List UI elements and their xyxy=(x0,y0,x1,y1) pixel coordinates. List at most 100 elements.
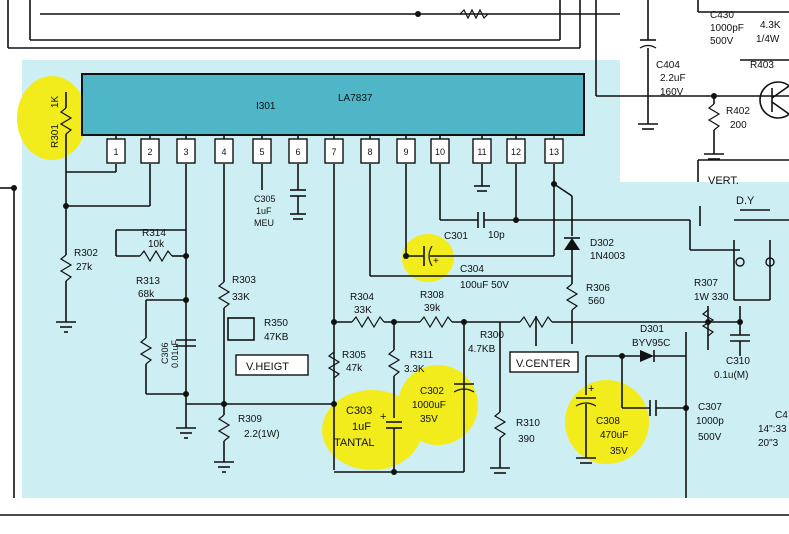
c404-value2: 160V xyxy=(660,87,684,98)
r313-value: 68k xyxy=(138,289,155,300)
r301-ref: R301 xyxy=(50,124,61,148)
r310-value: 390 xyxy=(518,434,535,445)
r310-ref: R310 xyxy=(516,418,540,429)
highlight-c301 xyxy=(402,234,454,282)
c430-value2: 500V xyxy=(710,36,734,47)
c307-ref: C307 xyxy=(698,402,722,413)
edge-label-1: 14":33 xyxy=(758,424,787,435)
c404-ref: C404 xyxy=(656,60,680,71)
c308-value1: 470uF xyxy=(600,430,628,441)
c303-note: TANTAL xyxy=(334,437,375,449)
r313-ref: R313 xyxy=(136,276,160,287)
ic-pin-label-13: 13 xyxy=(549,147,559,157)
highlight-c302 xyxy=(398,365,478,445)
r308-value: 39k xyxy=(424,303,441,314)
c308-plus: + xyxy=(588,383,594,395)
c302-ref: C302 xyxy=(420,386,444,397)
r306-value: 560 xyxy=(588,296,605,307)
vert-label: VERT. xyxy=(708,175,739,187)
wiring xyxy=(0,0,789,498)
vheight-label: V.HEIGT xyxy=(246,361,289,373)
r311-ref: R311 xyxy=(410,350,434,361)
c303-ref: C303 xyxy=(346,405,372,417)
r314-value: 10k xyxy=(148,239,165,250)
c304-ref: C304 xyxy=(460,264,484,275)
c430-value1: 1000pF xyxy=(710,23,744,34)
ic-pin-label-10: 10 xyxy=(435,147,445,157)
r305-value: 47k xyxy=(346,363,363,374)
r430v-value1: 4.3K xyxy=(760,20,781,31)
ic-pin-label-4: 4 xyxy=(221,147,226,157)
edge-label-2: 20"3 xyxy=(758,438,779,449)
r402-ref: R402 xyxy=(726,106,750,117)
r301-value: 1K xyxy=(50,95,61,108)
c306-value: 0.01uF xyxy=(170,339,180,368)
c302-value1: 1000uF xyxy=(412,400,446,411)
c304-value: 100uF 50V xyxy=(460,280,509,291)
c404-value1: 2.2uF xyxy=(660,73,686,84)
r305-ref: R305 xyxy=(342,350,366,361)
ic-pin-label-2: 2 xyxy=(147,147,152,157)
c430-ref: C430 xyxy=(710,10,734,21)
r307-value: 1W 330 xyxy=(694,292,729,303)
ic-pin-label-5: 5 xyxy=(259,147,264,157)
c305-value2: MEU xyxy=(254,218,274,228)
c307-value2: 500V xyxy=(698,432,722,443)
c310-ref: C310 xyxy=(726,356,750,367)
r306-ref: R306 xyxy=(586,283,610,294)
r402-value: 200 xyxy=(730,120,747,131)
r304-value: 33K xyxy=(354,305,372,316)
r350-ref: R350 xyxy=(264,318,288,329)
ic-pin-label-9: 9 xyxy=(403,147,408,157)
d302-ref: D302 xyxy=(590,238,614,249)
c301-plus: + xyxy=(433,256,439,267)
ic-pin-label-3: 3 xyxy=(183,147,188,157)
r302-ref: R302 xyxy=(74,248,98,259)
r314-ref: R314 xyxy=(142,228,166,239)
ic-part: LA7837 xyxy=(338,93,373,104)
c307-value1: 1000p xyxy=(696,416,724,427)
ic-pin-label-12: 12 xyxy=(511,147,521,157)
component-labels: R301 1K R302 27k R314 10k R313 68k C306 … xyxy=(50,10,788,457)
c308-ref: C308 xyxy=(596,416,620,427)
c310-value: 0.1u(M) xyxy=(714,370,748,381)
r311-value: 3.3K xyxy=(404,364,425,375)
vcenter-label: V.CENTER xyxy=(516,358,571,370)
r302-value: 27k xyxy=(76,262,93,273)
highlight-c303 xyxy=(322,390,422,470)
ic-ref: I301 xyxy=(256,101,276,112)
highlight-r301 xyxy=(17,76,87,160)
r309-value: 2.2(1W) xyxy=(244,429,280,440)
c308-value2: 35V xyxy=(610,446,628,457)
c301-ref: C301 xyxy=(444,231,468,242)
d301-ref: D301 xyxy=(640,324,664,335)
c305-ref: C305 xyxy=(254,194,276,204)
r350-value: 47KB xyxy=(264,332,289,343)
ic-pin-label-1: 1 xyxy=(113,147,118,157)
c303-value: 1uF xyxy=(352,421,371,433)
c302-value2: 35V xyxy=(420,414,438,425)
r304-ref: R304 xyxy=(350,292,374,303)
r309-ref: R309 xyxy=(238,414,262,425)
d301-value: BYV95C xyxy=(632,338,670,349)
cap10p-value: 10p xyxy=(488,230,505,241)
top-frame-lines xyxy=(0,0,789,516)
ic-pin-label-6: 6 xyxy=(295,147,300,157)
r308-ref: R308 xyxy=(420,290,444,301)
r430v-value2: 1/4W xyxy=(756,34,780,45)
ic-pin-label-11: 11 xyxy=(477,147,486,157)
r303-ref: R303 xyxy=(232,275,256,286)
dy-label: D.Y xyxy=(736,195,755,207)
c305-value1: 1uF xyxy=(256,206,272,216)
c306-ref: C306 xyxy=(160,342,170,364)
edge-label-c: C4 xyxy=(775,410,788,421)
ic-pin-label-7: 7 xyxy=(331,147,336,157)
r403-ref: R403 xyxy=(750,60,774,71)
d302-value: 1N4003 xyxy=(590,251,625,262)
ic-pin-label-8: 8 xyxy=(367,147,372,157)
r300-value: 4.7KB xyxy=(468,344,496,355)
ic-body xyxy=(81,73,585,136)
